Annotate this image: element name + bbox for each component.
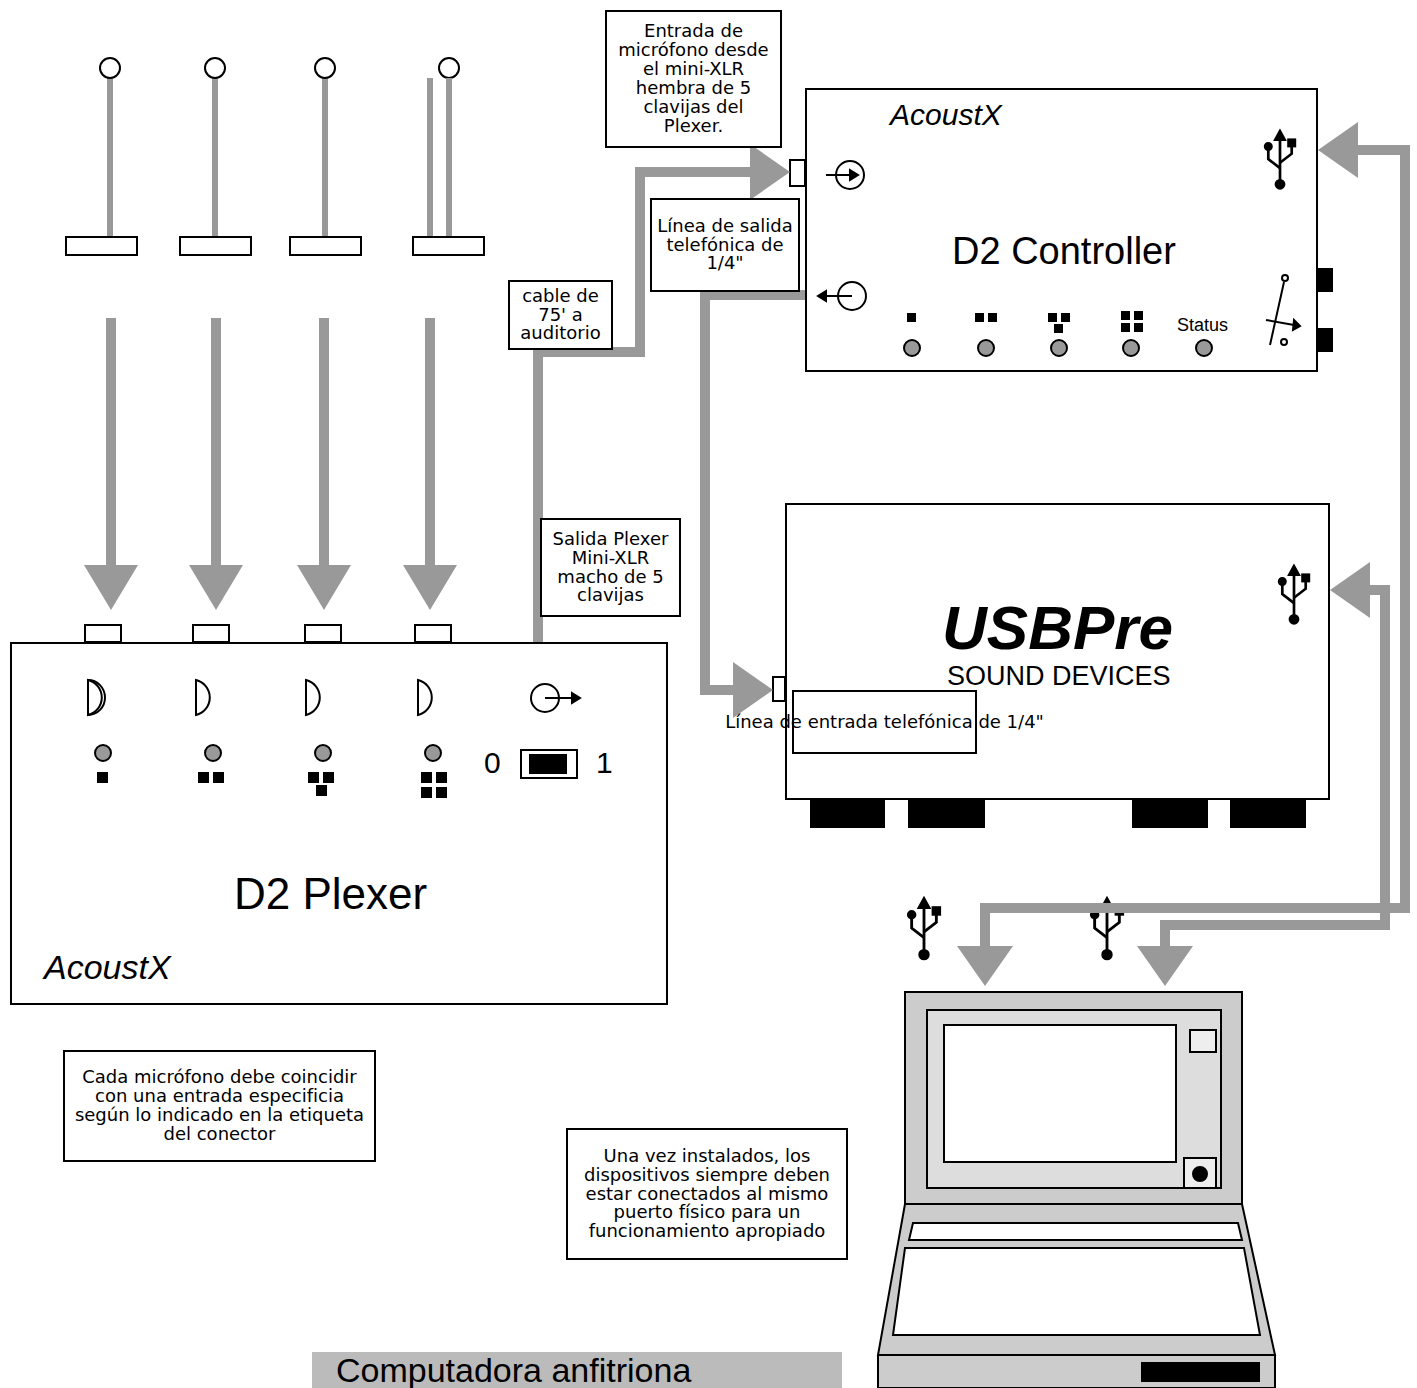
node-label: AcoustX [44, 950, 171, 984]
controller-box: AcoustX D2 ControllerStatus [805, 88, 1318, 372]
node-label: D2 Plexer [234, 872, 427, 916]
node-label: 0 [484, 748, 501, 778]
plexer-icons [85, 625, 580, 798]
callout-box: Línea de salida telefónica de 1/4" [650, 198, 800, 292]
callout-text: Cada micrófono debe coincidir con una en… [70, 1068, 369, 1144]
node-label: AcoustX [890, 100, 1002, 130]
microphone [290, 58, 361, 255]
controller-icons [790, 130, 1333, 356]
node-label: Computadora anfitriona [312, 1352, 842, 1388]
microphone [180, 58, 251, 255]
callout-box: Línea de entrada telefónica de 1/4" [792, 690, 977, 754]
note-box: Cada micrófono debe coincidir con una en… [63, 1050, 376, 1162]
callout-text: Línea de salida telefónica de 1/4" [657, 217, 793, 274]
callout-box: Entrada de micrófono desde el mini-XLR h… [605, 10, 782, 148]
node-label: USBPre [942, 597, 1173, 659]
node-label: D2 Controller [952, 232, 1176, 270]
callout-text: cable de 75' a auditorio [515, 287, 606, 344]
microphone [66, 58, 137, 255]
node-label: 1 [596, 748, 613, 778]
note-box: Una vez instalados, los dispositivos sie… [566, 1128, 848, 1260]
node-label: Status [1177, 316, 1228, 334]
plexer-box: 0 1 D2 PlexerAcoustX [10, 642, 668, 1005]
callout-text: Entrada de micrófono desde el mini-XLR h… [612, 22, 775, 135]
host-computer-node: Computadora anfitriona [905, 990, 1245, 1388]
connector [705, 295, 805, 718]
mic-arrows [84, 318, 457, 610]
usbpre-icons [773, 565, 1309, 828]
callout-text: Salida Plexer Mini-XLR macho de 5 clavij… [547, 530, 674, 606]
microphones [66, 58, 484, 255]
callout-box: Salida Plexer Mini-XLR macho de 5 clavij… [540, 518, 681, 617]
node-label: SOUND DEVICES [947, 663, 1171, 690]
host-computer [878, 898, 1275, 1388]
callout-text: Línea de entrada telefónica de 1/4" [725, 713, 1044, 731]
callout-text: Una vez instalados, los dispositivos sie… [573, 1147, 841, 1241]
microphone [413, 58, 484, 255]
connector [1137, 562, 1385, 986]
usbpre-box: USBPreSOUND DEVICESLínea de entrada tele… [785, 503, 1330, 800]
callout-box: cable de 75' a auditorio [508, 280, 613, 350]
